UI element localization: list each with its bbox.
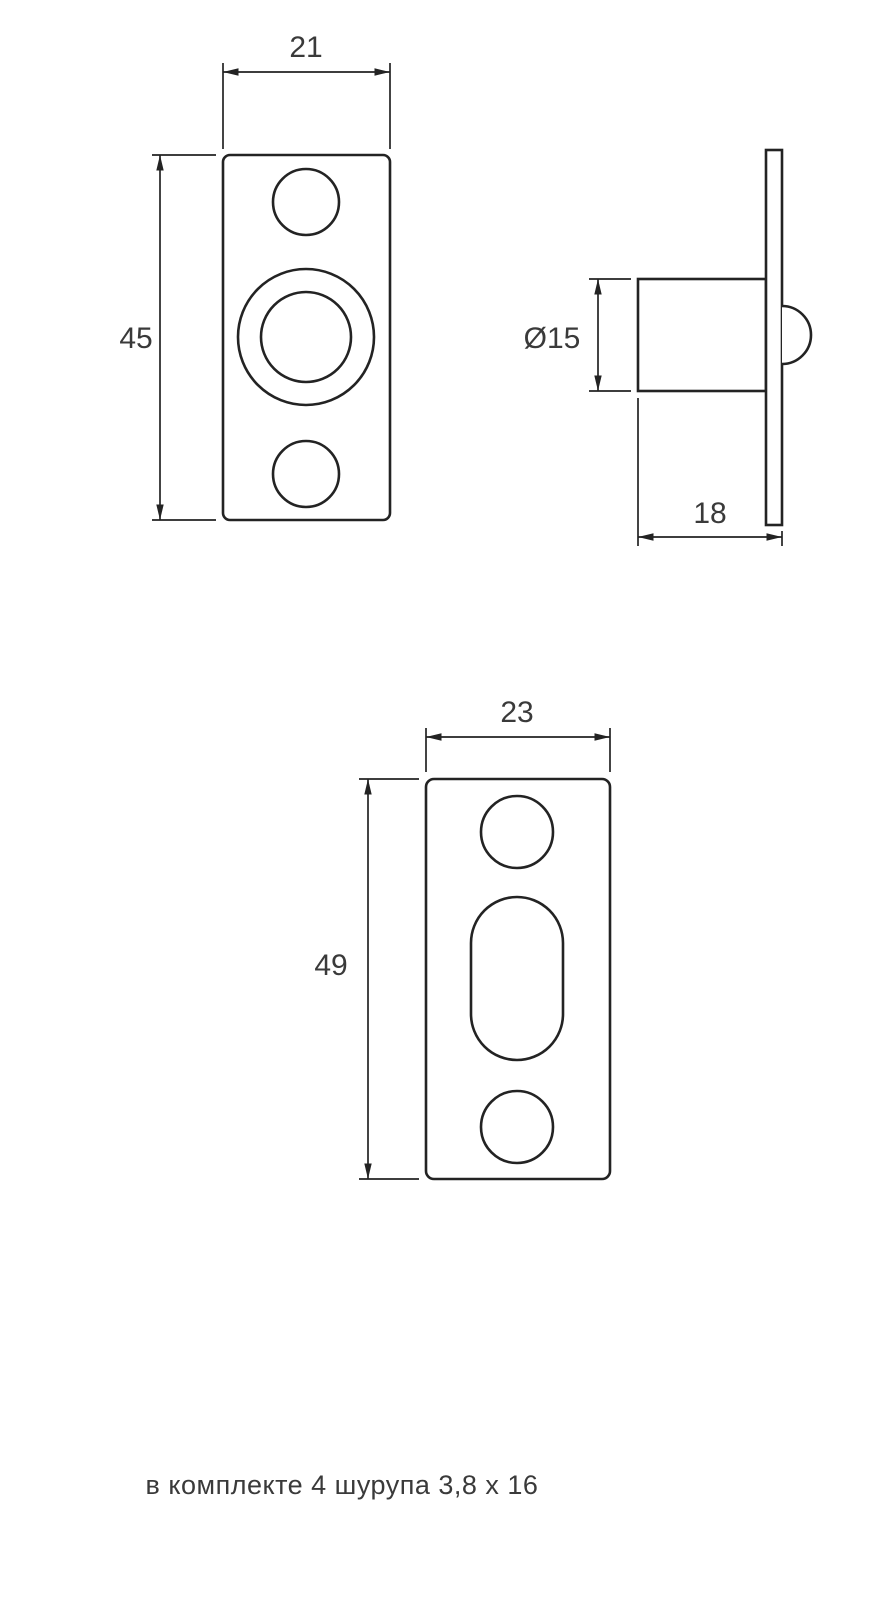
front-view: 21 45	[119, 31, 392, 522]
strike-width-dimension: 23	[425, 696, 611, 772]
front-top-screw-hole	[271, 167, 341, 237]
front-width-label: 21	[289, 31, 322, 64]
side-diameter-dimension: Ø15	[524, 278, 631, 392]
side-diameter-label: Ø15	[524, 322, 581, 355]
front-height-label: 45	[119, 322, 152, 355]
front-width-dimension: 21	[222, 31, 391, 149]
side-depth-label: 18	[693, 497, 726, 530]
strike-bottom-screw-hole	[479, 1089, 555, 1165]
strike-slot	[469, 895, 565, 1062]
side-depth-dimension: 18	[637, 398, 783, 546]
side-ball-profile	[781, 304, 813, 366]
side-barrel-body	[636, 277, 768, 393]
strike-top-screw-hole	[479, 794, 555, 870]
front-roller-inner-circle	[259, 290, 353, 384]
strike-width-label: 23	[500, 696, 533, 729]
front-height-dimension: 45	[119, 154, 216, 521]
strike-height-dimension: 49	[314, 778, 419, 1180]
front-bottom-screw-hole	[271, 439, 341, 509]
side-view: Ø15 18	[524, 148, 813, 546]
side-plate-edge	[764, 148, 784, 527]
strike-height-label: 49	[314, 949, 347, 982]
strike-view: 23 49	[314, 696, 612, 1181]
kit-note: в комплекте 4 шурупа 3,8 x 16	[146, 1470, 539, 1500]
